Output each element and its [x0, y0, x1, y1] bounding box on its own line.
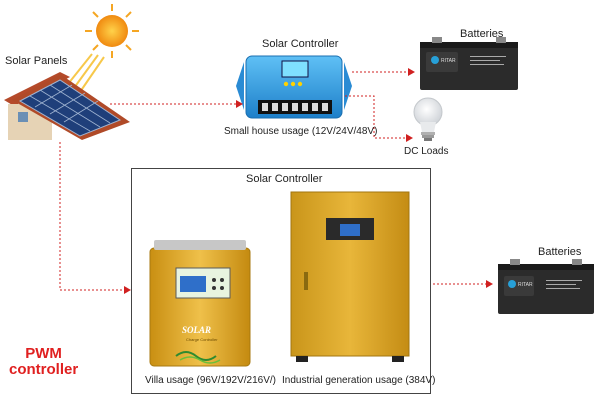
top-controller-label: Solar Controller	[262, 38, 339, 50]
pwm-title-line2: controller	[9, 361, 79, 378]
sun-icon	[67, 4, 139, 93]
battery-icon: RITAR	[420, 37, 518, 90]
connector-panel-to-villa	[59, 142, 124, 291]
svg-text:SOLAR: SOLAR	[182, 325, 211, 335]
svg-text:RITAR: RITAR	[518, 282, 533, 288]
right-batteries-label: Batteries	[538, 246, 582, 258]
battery-icon: RITAR	[498, 259, 594, 314]
villa-usage-label: Villa usage (96V/192V/216V/)	[145, 375, 277, 386]
industrial-usage-label: Industrial generation usage (384V)	[282, 375, 436, 386]
small-house-usage-label: Small house usage (12V/24V/48V)	[224, 126, 378, 137]
svg-text:Charge Controller: Charge Controller	[186, 337, 218, 342]
box-controller-label: Solar Controller	[246, 173, 323, 185]
connector-controller-to-load	[345, 95, 406, 139]
top-batteries-label: Batteries	[460, 28, 504, 40]
connectors	[59, 71, 486, 291]
dc-loads-label: DC Loads	[404, 146, 449, 157]
pwm-title-line1: PWM	[25, 345, 62, 362]
light-bulb-icon	[413, 97, 443, 141]
connector-arrowheads	[124, 68, 493, 294]
controller-small-icon	[236, 55, 352, 119]
controller-options-box	[131, 168, 431, 394]
villa-controller-icon: SOLAR Charge Controller	[149, 240, 251, 367]
pwm-controller-title: PWM controller	[9, 346, 78, 378]
solar-panel-house-icon	[4, 72, 130, 140]
solar-panels-label: Solar Panels	[5, 55, 68, 67]
svg-text:RITAR: RITAR	[441, 58, 456, 64]
industrial-cabinet-icon	[290, 191, 410, 362]
